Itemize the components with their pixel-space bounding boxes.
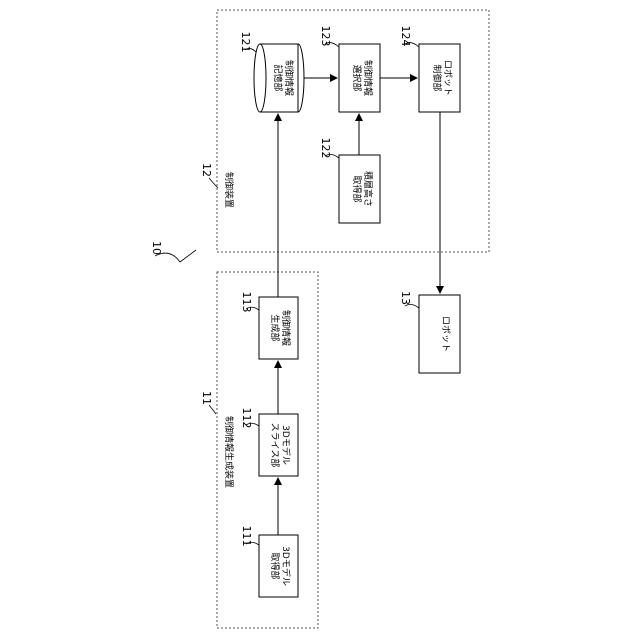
block-123-line1: 制御情報 [362, 60, 374, 96]
block-121-line2: 記憶部 [272, 64, 284, 91]
block-112-line1: 3Dモデル [280, 425, 292, 465]
block-113-line2: 生成部 [269, 314, 281, 341]
system-ref: 10 [150, 241, 163, 255]
block-13-ref: 13 [399, 291, 412, 305]
block-124-line2: 制御部 [431, 64, 443, 91]
block-123-line2: 選択部 [351, 64, 363, 91]
block-121-line1: 制御情報 [283, 60, 295, 96]
block-112-line2: スライス部 [269, 423, 281, 468]
group-controller-label: 制御装置 [223, 172, 235, 208]
block-113-ref: 113 [240, 292, 253, 313]
block-122-line2: 取得部 [351, 175, 363, 202]
block-112-ref: 112 [240, 408, 253, 429]
block-111-line2: 取得部 [269, 552, 281, 579]
group-generator-label: 制御情報生成装置 [223, 416, 235, 488]
block-122-line1: 積層高さ [362, 171, 374, 207]
block-111-line1: 3Dモデル [280, 546, 292, 586]
block-113-line1: 制御情報 [280, 310, 292, 346]
group-generator-leader [209, 405, 216, 414]
block-124-line1: ロボット [442, 60, 453, 96]
group-generator-ref: 11 [200, 391, 213, 405]
block-13-line1: ロボット [440, 316, 451, 352]
block-13-leader [405, 304, 419, 308]
block-robot [419, 295, 460, 373]
group-controller-ref: 12 [200, 163, 213, 177]
group-controller-leader [209, 178, 218, 188]
